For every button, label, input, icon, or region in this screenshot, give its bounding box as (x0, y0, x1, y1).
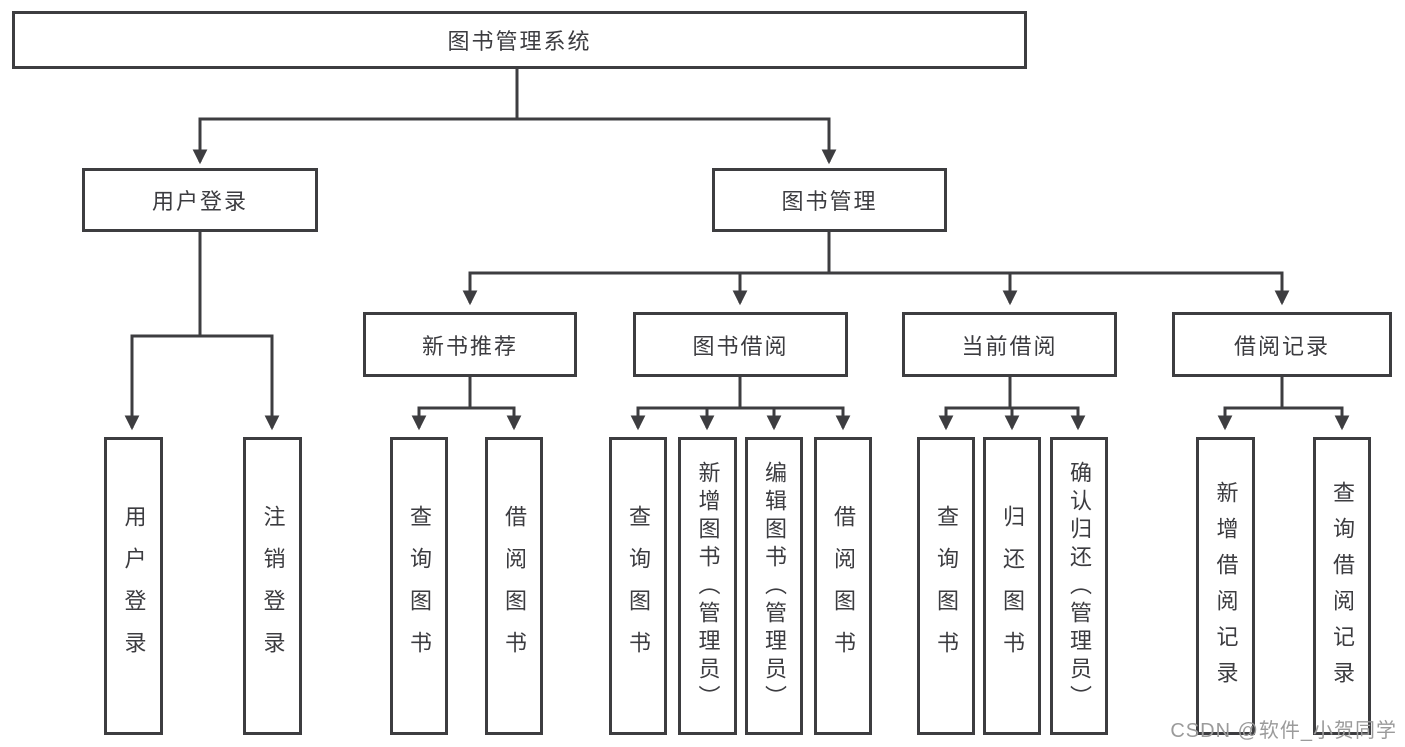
node-current-borrow: 当前借阅 (902, 312, 1117, 377)
leaf-user-login: 用户登录 (104, 437, 163, 735)
node-user-login: 用户登录 (82, 168, 318, 232)
leaf-borrow-books-recommend: 借阅图书 (485, 437, 543, 735)
node-new-book-recommend: 新书推荐 (363, 312, 577, 377)
node-borrow-record: 借阅记录 (1172, 312, 1392, 377)
leaf-add-books-admin: 新增图书（管理员） (678, 437, 737, 735)
leaf-add-borrow-record: 新增借阅记录 (1196, 437, 1255, 735)
node-book-borrow: 图书借阅 (633, 312, 848, 377)
leaf-query-books-current: 查询图书 (917, 437, 975, 735)
leaf-confirm-return-admin: 确认归还（管理员） (1050, 437, 1108, 735)
leaf-logout: 注销登录 (243, 437, 302, 735)
node-library-management-system: 图书管理系统 (12, 11, 1027, 69)
leaf-borrow-books: 借阅图书 (814, 437, 872, 735)
leaf-edit-books-admin: 编辑图书（管理员） (745, 437, 803, 735)
leaf-query-borrow-record: 查询借阅记录 (1313, 437, 1371, 735)
leaf-query-books-borrow: 查询图书 (609, 437, 667, 735)
node-book-management: 图书管理 (712, 168, 947, 232)
leaf-return-books: 归还图书 (983, 437, 1041, 735)
leaf-query-books-recommend: 查询图书 (390, 437, 448, 735)
csdn-watermark: CSDN @软件_小贺同学 (1170, 720, 1397, 742)
